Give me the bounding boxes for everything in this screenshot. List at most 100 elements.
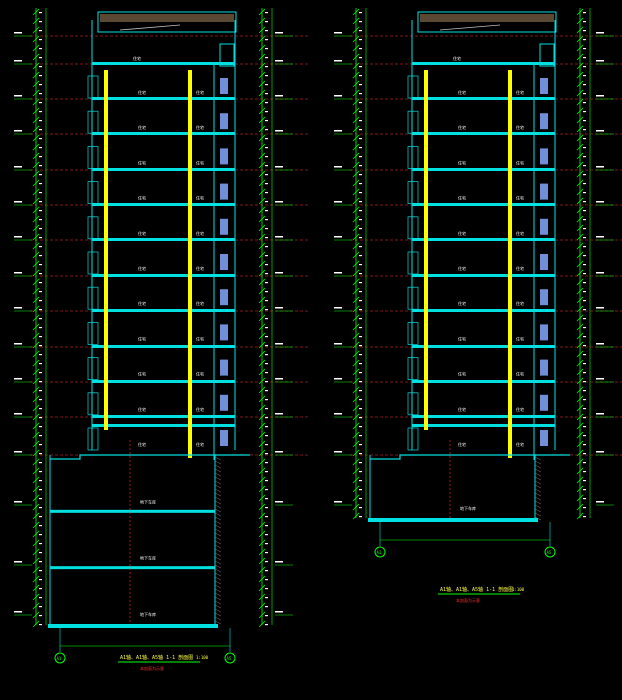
dimension-value-mark [359, 363, 362, 365]
dimension-tick [258, 152, 266, 160]
left-balcony-window [87, 322, 99, 345]
earth-hatch [214, 520, 222, 525]
dimension-tick [32, 404, 40, 412]
dimension-tick [352, 341, 360, 349]
level-mark-value [275, 307, 283, 309]
room-label: 住宅 [196, 230, 204, 236]
dimension-value-mark [39, 399, 42, 401]
dimension-tick [32, 350, 40, 358]
earth-hatch [534, 472, 542, 477]
right-window [220, 324, 228, 341]
roof-coping [100, 14, 234, 22]
dimension-tick [32, 386, 40, 394]
dimension-value-mark [359, 372, 362, 374]
dimension-tick [258, 269, 266, 277]
room-label: 住宅 [516, 159, 524, 165]
earth-hatch [534, 516, 542, 521]
level-mark-value [14, 166, 22, 168]
floor-slab [92, 274, 235, 277]
room-label: 住宅 [458, 371, 466, 377]
dimension-tick [352, 116, 360, 124]
room-label: 住宅 [196, 441, 204, 447]
dimension-value-mark [39, 354, 42, 356]
dimension-value-mark [39, 183, 42, 185]
dimension-value-mark [39, 516, 42, 518]
dimension-tick [32, 116, 40, 124]
dimension-tick [32, 242, 40, 250]
dimension-tick [258, 611, 266, 619]
axis-bubble-label: A5 [547, 550, 552, 555]
dimension-value-mark [583, 408, 586, 410]
dimension-value-mark [265, 381, 268, 383]
dimension-tick [32, 530, 40, 538]
dimension-tick [32, 332, 40, 340]
earth-hatch [214, 580, 222, 585]
room-label: 住宅 [196, 195, 204, 201]
dimension-tick [576, 296, 584, 304]
dimension-value-mark [359, 282, 362, 284]
dimension-value-mark [583, 426, 586, 428]
left-balcony-window [407, 286, 419, 310]
left-balcony-window [87, 286, 99, 310]
dimension-value-mark [39, 39, 42, 41]
earth-hatch [534, 460, 542, 465]
level-mark-value [275, 561, 283, 563]
dimension-tick [32, 35, 40, 43]
dimension-tick [352, 422, 360, 430]
earth-hatch [534, 468, 542, 473]
dimension-tick [576, 26, 584, 34]
dimension-tick [258, 206, 266, 214]
earth-hatch [214, 548, 222, 553]
dimension-tick [352, 368, 360, 376]
level-mark-value [596, 32, 604, 34]
room-label: 住宅 [138, 265, 146, 271]
dimension-value-mark [39, 129, 42, 131]
level-mark-value [334, 60, 342, 62]
dimension-tick [258, 368, 266, 376]
dimension-tick [258, 350, 266, 358]
level-mark-value [596, 501, 604, 503]
dimension-value-mark [583, 30, 586, 32]
earth-hatch [214, 504, 222, 509]
dimension-value-mark [265, 318, 268, 320]
right-window [220, 218, 228, 235]
dimension-value-mark [359, 66, 362, 68]
dimension-tick [576, 215, 584, 223]
dimension-tick [352, 305, 360, 313]
dimension-tick [32, 620, 40, 628]
level-mark-value [596, 166, 604, 168]
right-dimension-lines [334, 8, 614, 520]
dimension-tick [258, 80, 266, 88]
dimension-value-mark [359, 453, 362, 455]
dimension-tick [32, 224, 40, 232]
roof-stair-head [539, 43, 555, 67]
dimension-tick [576, 467, 584, 475]
dimension-tick [576, 332, 584, 340]
dimension-tick [352, 395, 360, 403]
dimension-tick [352, 332, 360, 340]
left-balcony-window [87, 110, 99, 134]
dimension-value-mark [39, 174, 42, 176]
dimension-value-mark [39, 48, 42, 50]
left-balcony-window [407, 181, 419, 204]
dimension-tick [576, 188, 584, 196]
dimension-value-mark [265, 345, 268, 347]
dimension-tick [576, 278, 584, 286]
dimension-value-mark [359, 219, 362, 221]
left-drawing-title: A1轴、A1轴、A5轴 1-1 剖面图 [120, 654, 193, 661]
dimension-value-mark [265, 48, 268, 50]
dimension-value-mark [39, 300, 42, 302]
dimension-tick [32, 503, 40, 511]
room-label: 住宅 [516, 371, 524, 377]
level-mark-value [14, 413, 22, 415]
dimension-tick [32, 71, 40, 79]
dimension-value-mark [39, 327, 42, 329]
right-window [220, 359, 228, 376]
dimension-value-mark [583, 174, 586, 176]
room-label: 住宅 [196, 89, 204, 95]
dimension-tick [352, 260, 360, 268]
dimension-tick [258, 404, 266, 412]
dimension-tick [576, 422, 584, 430]
dimension-value-mark [39, 246, 42, 248]
dimension-value-mark [359, 102, 362, 104]
